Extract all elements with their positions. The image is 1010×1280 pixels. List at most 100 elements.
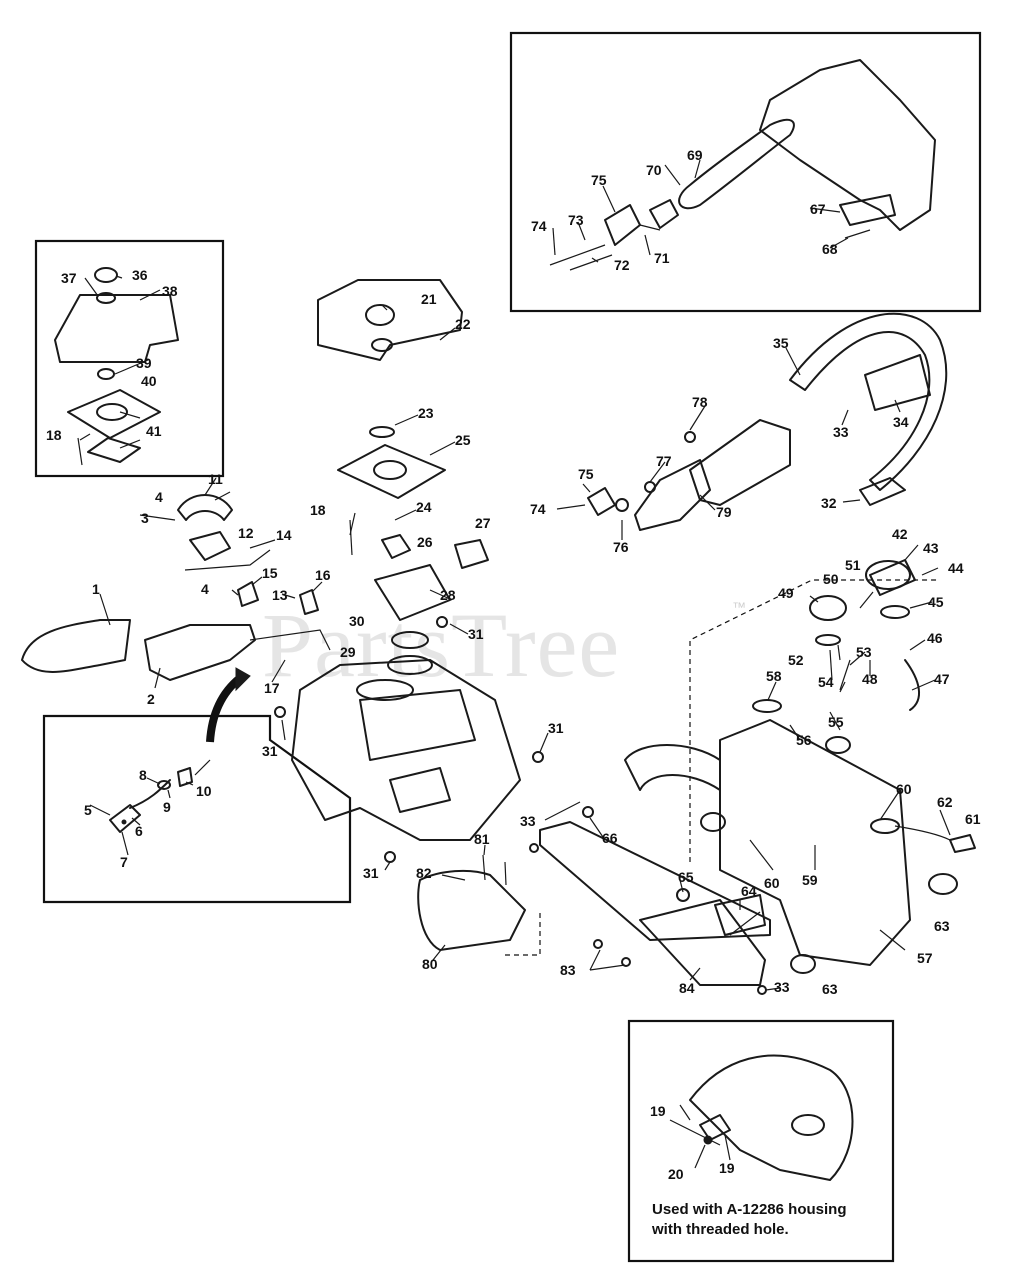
callout-16: 16 xyxy=(315,567,331,583)
engine-drawing xyxy=(274,279,544,863)
callout-1: 1 xyxy=(92,581,100,597)
callout-58: 58 xyxy=(766,668,782,684)
callout-12: 12 xyxy=(238,525,254,541)
threaded-inset-drawing xyxy=(669,1054,854,1181)
callout-74: 74 xyxy=(530,501,546,517)
callout-49: 49 xyxy=(778,585,794,601)
callout-26: 26 xyxy=(417,534,433,550)
callout-83: 83 xyxy=(560,962,576,978)
callout-10: 10 xyxy=(196,783,212,799)
front-handle-drawing xyxy=(21,494,331,681)
callout-80: 80 xyxy=(422,956,438,972)
callout-labels: 1 2 3 4 4 5 6 7 8 9 10 11 12 13 14 15 16… xyxy=(46,147,981,1182)
callout-22: 22 xyxy=(455,316,471,332)
bottom-group-outline xyxy=(505,910,541,956)
callout-5: 5 xyxy=(84,802,92,818)
inset-note-line-1: Used with A-12286 housing xyxy=(652,1201,846,1218)
callout-78: 78 xyxy=(692,394,708,410)
callout-39: 39 xyxy=(136,355,152,371)
inset-handle-frame xyxy=(509,31,982,313)
callout-4: 4 xyxy=(155,489,163,505)
callout-44: 44 xyxy=(948,560,964,576)
callout-28: 28 xyxy=(440,587,456,603)
callout-50: 50 xyxy=(823,571,839,587)
callout-29: 29 xyxy=(340,644,356,660)
callout-20: 20 xyxy=(668,1166,684,1182)
callout-51: 51 xyxy=(845,557,861,573)
callout-57: 57 xyxy=(917,950,933,966)
callout-13: 13 xyxy=(272,587,288,603)
callout-56: 56 xyxy=(796,732,812,748)
callout-75: 75 xyxy=(578,466,594,482)
callout-60: 60 xyxy=(764,875,780,891)
callout-46: 46 xyxy=(927,630,943,646)
callout-64: 64 xyxy=(741,883,757,899)
callout-42: 42 xyxy=(892,526,908,542)
inset-note-line-2: with threaded hole. xyxy=(651,1221,789,1238)
watermark: PartsTree xyxy=(262,594,620,696)
callout-52: 52 xyxy=(788,652,804,668)
callout-55: 55 xyxy=(828,714,844,730)
callout-76: 76 xyxy=(613,539,629,555)
callout-84: 84 xyxy=(679,980,695,996)
callout-61: 61 xyxy=(965,811,981,827)
callout-35: 35 xyxy=(773,335,789,351)
callout-53: 53 xyxy=(856,644,872,660)
callout-17: 17 xyxy=(264,680,280,696)
callout-19: 19 xyxy=(719,1160,735,1176)
tank-group-outline xyxy=(689,579,940,862)
callout-54: 54 xyxy=(818,674,834,690)
callout-8: 8 xyxy=(139,767,147,783)
handlebar-drawing xyxy=(587,312,948,531)
callout-24: 25 xyxy=(455,432,471,448)
callout-30: 30 xyxy=(349,613,365,629)
callout-73: 73 xyxy=(568,212,584,228)
callout-31: 31 xyxy=(548,720,564,736)
callout-59: 59 xyxy=(802,872,818,888)
callout-63: 63 xyxy=(934,918,950,934)
callout-9: 9 xyxy=(163,799,171,815)
inset-switch-frame xyxy=(42,714,352,904)
callout-68: 68 xyxy=(822,241,838,257)
callout-18: 18 xyxy=(310,502,326,518)
watermark-tm: ™ xyxy=(732,599,746,615)
callout-82: 82 xyxy=(416,865,432,881)
callout-74: 74 xyxy=(531,218,547,234)
callout-4: 4 xyxy=(201,581,209,597)
callout-34: 34 xyxy=(893,414,909,430)
callout-36: 36 xyxy=(132,267,148,283)
callout-38: 38 xyxy=(162,283,178,299)
callout-14: 14 xyxy=(276,527,292,543)
callout-41: 41 xyxy=(146,423,162,439)
callout-75: 75 xyxy=(591,172,607,188)
callout-66: 66 xyxy=(602,830,618,846)
callout-33: 33 xyxy=(774,979,790,995)
callout-3: 3 xyxy=(141,510,149,526)
callout-45: 45 xyxy=(928,594,944,610)
callout-33: 33 xyxy=(520,813,536,829)
callout-62: 62 xyxy=(937,794,953,810)
callout-6: 6 xyxy=(135,823,143,839)
callout-31: 31 xyxy=(262,743,278,759)
callout-72: 72 xyxy=(614,257,630,273)
base-drawing xyxy=(417,806,771,995)
callout-69: 69 xyxy=(687,147,703,163)
callout-48: 48 xyxy=(862,671,878,687)
callout-11: 11 xyxy=(208,471,223,487)
callout-81: 81 xyxy=(474,831,490,847)
callout-18: 18 xyxy=(46,427,62,443)
callout-43: 43 xyxy=(923,540,939,556)
callout-32: 32 xyxy=(821,495,837,511)
callout-67: 67 xyxy=(810,201,826,217)
callout-63: 63 xyxy=(822,981,838,997)
callout-77: 77 xyxy=(656,453,672,469)
callout-37: 37 xyxy=(61,270,77,286)
assembly-arrow-head xyxy=(235,667,251,692)
callout-2: 2 xyxy=(147,691,155,707)
callout-21: 21 xyxy=(421,291,437,307)
callout-40: 40 xyxy=(141,373,157,389)
callout-7: 7 xyxy=(120,854,128,870)
callout-19: 19 xyxy=(650,1103,666,1119)
callout-65: 65 xyxy=(678,869,694,885)
